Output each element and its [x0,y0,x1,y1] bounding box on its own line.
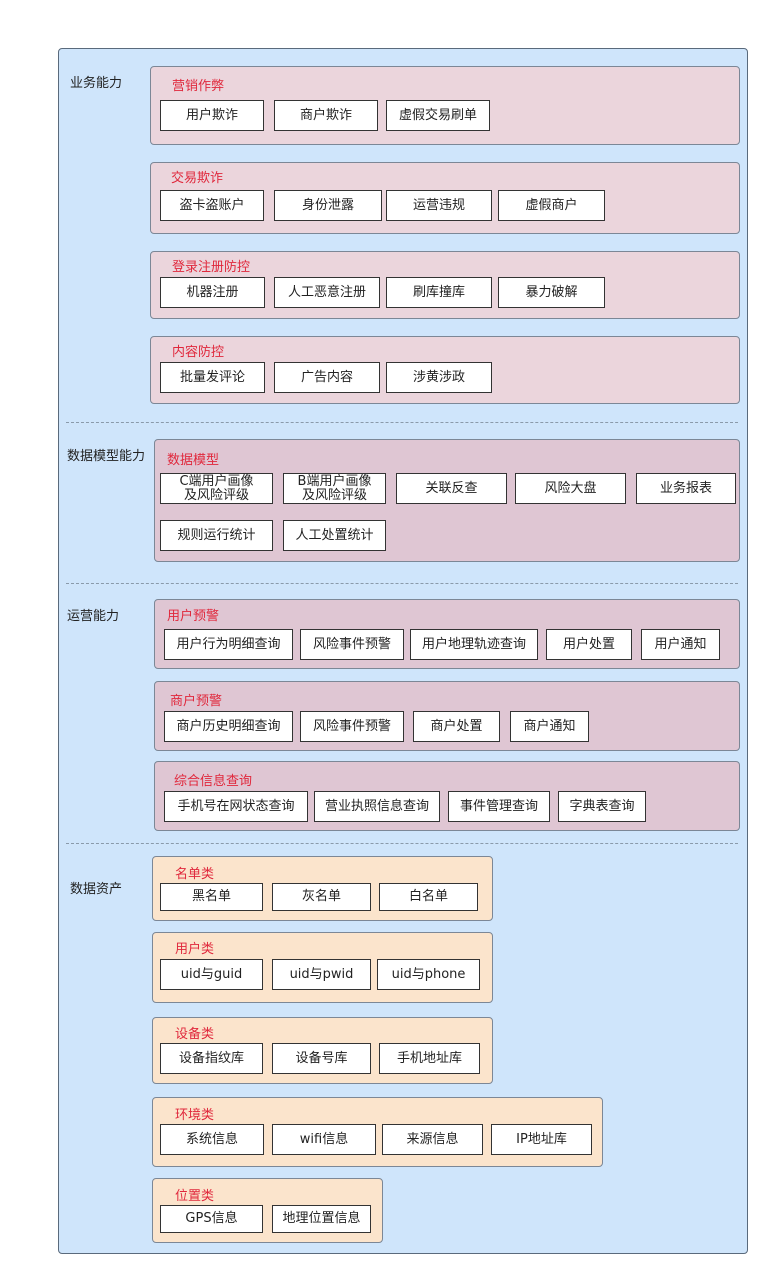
capability-item: 虚假商户 [498,190,605,221]
capability-item: 商户历史明细查询 [164,711,293,742]
capability-item: C端用户画像 及风险评级 [160,473,273,504]
capability-item: 设备指纹库 [160,1043,263,1074]
group-title: 环境类 [175,1108,215,1123]
group-title: 内容防控 [172,345,225,360]
capability-item: 用户欺诈 [160,100,264,131]
capability-item: 盗卡盗账户 [160,190,264,221]
section-divider [66,583,738,584]
capability-item: 风险事件预警 [300,711,404,742]
capability-item: 规则运行统计 [160,520,273,551]
capability-item: 身份泄露 [274,190,382,221]
capability-item: 业务报表 [636,473,736,504]
section-divider [66,843,738,844]
capability-item: 涉黄涉政 [386,362,492,393]
capability-item: 广告内容 [274,362,380,393]
capability-item: 白名单 [379,883,478,911]
capability-item: 虚假交易刷单 [386,100,490,131]
capability-item: 用户行为明细查询 [164,629,293,660]
capability-item: B端用户画像 及风险评级 [283,473,386,504]
capability-item: 用户通知 [641,629,720,660]
capability-item: uid与pwid [272,959,371,990]
capability-item: 风险事件预警 [300,629,404,660]
capability-item: 风险大盘 [515,473,626,504]
capability-item: 手机号在网状态查询 [164,791,308,822]
capability-item: IP地址库 [491,1124,592,1155]
group-title: 设备类 [175,1027,215,1042]
capability-item: 字典表查询 [558,791,646,822]
capability-item: 刷库撞库 [386,277,492,308]
capability-item: uid与phone [377,959,480,990]
capability-item: 商户欺诈 [274,100,378,131]
group-title: 数据模型 [167,453,220,468]
group-title: 名单类 [175,867,215,882]
capability-item: 设备号库 [272,1043,371,1074]
capability-item: wifi信息 [272,1124,376,1155]
capability-item: 系统信息 [160,1124,264,1155]
capability-item: 商户通知 [510,711,589,742]
capability-item: 用户处置 [546,629,632,660]
group-title: 交易欺诈 [171,171,224,186]
section-label: 数据模型能力 [67,449,146,464]
capability-item: GPS信息 [160,1205,263,1233]
group-title: 用户预警 [167,609,220,624]
capability-item: 暴力破解 [498,277,605,308]
section-divider [66,422,738,423]
capability-item: 灰名单 [272,883,371,911]
group-title: 登录注册防控 [172,260,251,275]
group-title: 商户预警 [170,694,223,709]
capability-item: uid与guid [160,959,263,990]
section-label: 业务能力 [70,76,123,91]
group-title: 用户类 [175,942,215,957]
capability-item: 事件管理查询 [448,791,550,822]
section-label: 运营能力 [67,609,120,624]
capability-item: 手机地址库 [379,1043,480,1074]
capability-item: 用户地理轨迹查询 [410,629,538,660]
capability-item: 机器注册 [160,277,265,308]
capability-item: 批量发评论 [160,362,265,393]
capability-item: 运营违规 [386,190,492,221]
capability-item: 人工恶意注册 [274,277,380,308]
capability-item: 关联反查 [396,473,507,504]
section-label: 数据资产 [70,882,123,897]
capability-item: 来源信息 [382,1124,483,1155]
capability-item: 营业执照信息查询 [314,791,440,822]
group-title: 综合信息查询 [174,774,253,789]
capability-item: 地理位置信息 [272,1205,371,1233]
group-title: 位置类 [175,1189,215,1204]
capability-item: 商户处置 [413,711,500,742]
capability-item: 人工处置统计 [283,520,386,551]
group-title: 营销作弊 [172,79,225,94]
capability-item: 黑名单 [160,883,263,911]
